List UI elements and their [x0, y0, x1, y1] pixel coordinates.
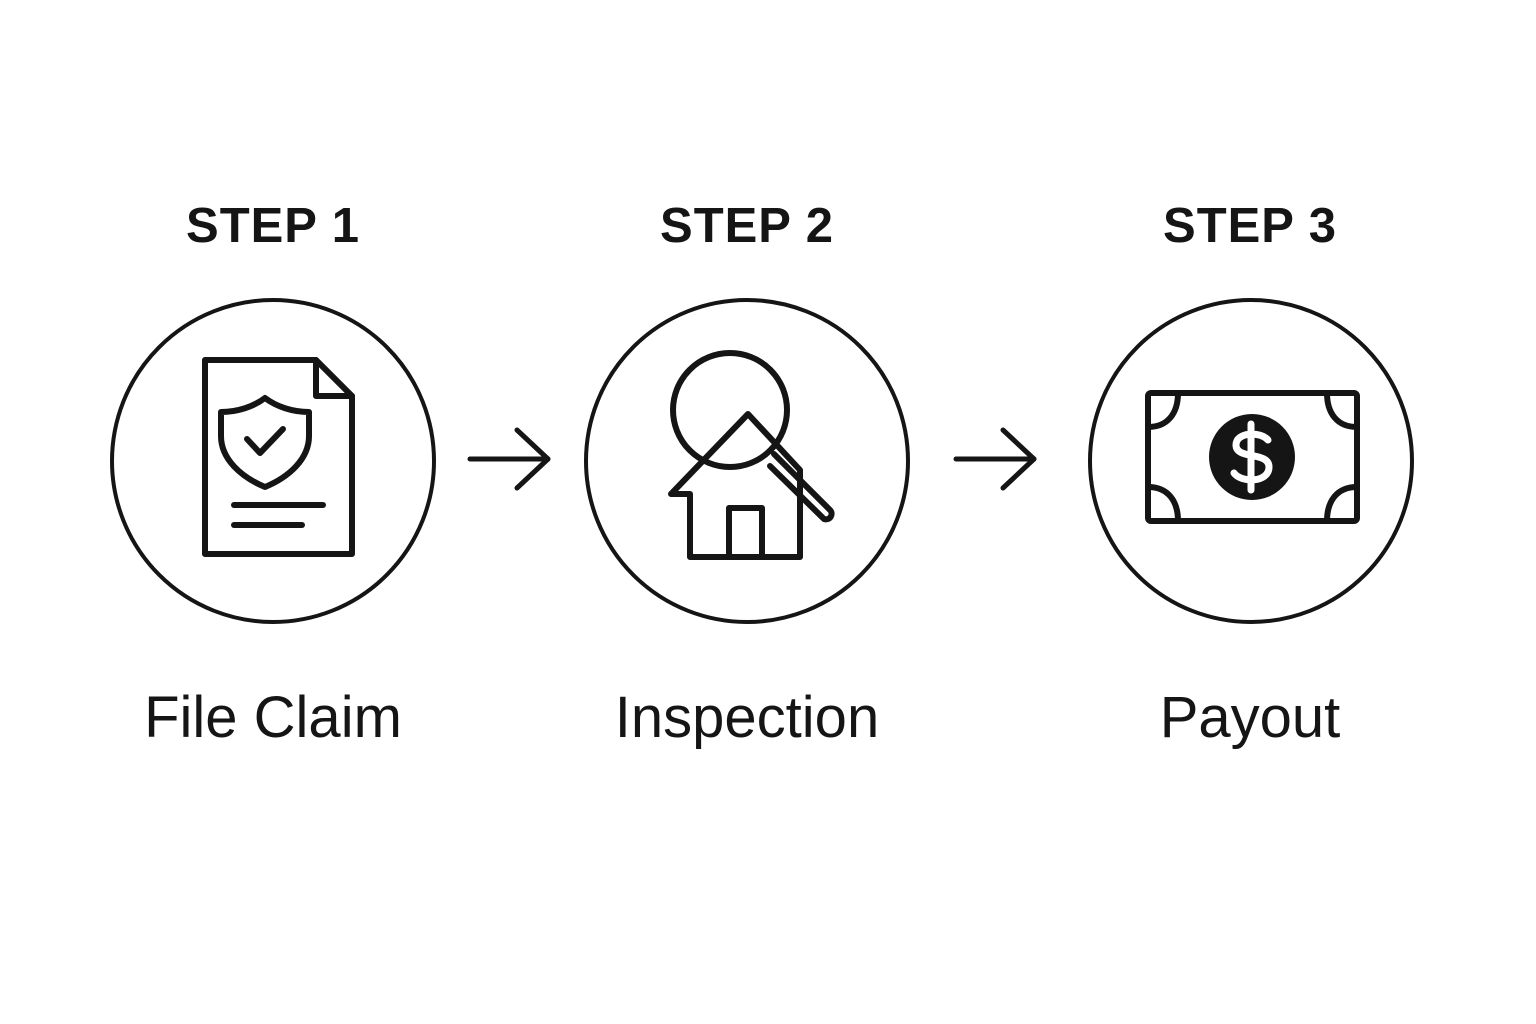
- step-1-title: STEP 1: [186, 199, 360, 253]
- dollar-bill-icon: [1145, 390, 1360, 524]
- step-3-title: STEP 3: [1163, 199, 1337, 253]
- step-3-label: Payout: [1159, 685, 1341, 750]
- step-2-label: Inspection: [614, 685, 880, 750]
- house-magnifier-icon: [668, 350, 835, 560]
- step-1-label: File Claim: [144, 685, 402, 750]
- step-2-title: STEP 2: [660, 199, 834, 253]
- step-1-circle: [110, 298, 436, 624]
- step-3-circle: [1088, 298, 1414, 624]
- document-shield-icon: [202, 357, 355, 557]
- arrow-right-icon: [467, 427, 551, 491]
- step-2-circle: [584, 298, 910, 624]
- arrow-right-icon: [953, 427, 1037, 491]
